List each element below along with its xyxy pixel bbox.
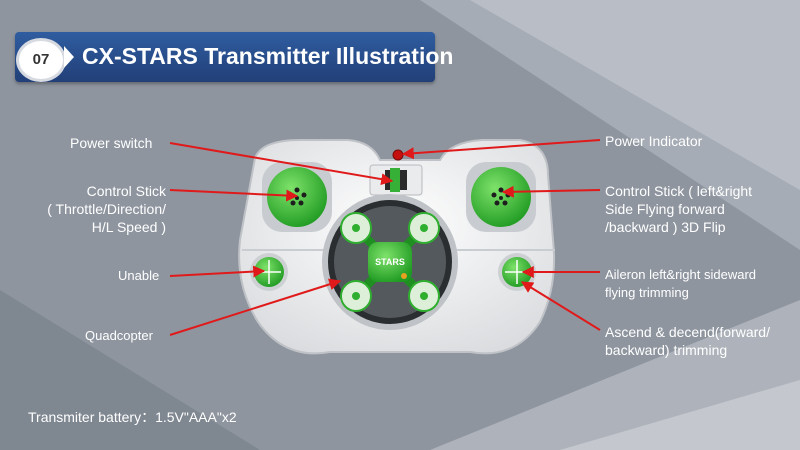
page-title: CX-STARS Transmitter Illustration [82,43,454,69]
label-control-stick-right: Control Stick ( left&right Side Flying f… [605,183,753,235]
label-quadcopter: Quadcopter [85,328,153,343]
step-number-badge: 07 [16,38,66,82]
arrow-control-stick-right [501,185,601,198]
left-trim-button [250,253,288,291]
power-switch [369,164,423,196]
label-power-indicator: Power Indicator [605,133,703,149]
arrow-unable [169,265,266,278]
label-aileron: Aileron left&right sideward flying trimm… [605,267,757,300]
power-indicator-led [392,149,404,161]
title-bar [15,32,435,82]
arrow-quadcopter [169,278,342,336]
drone-logo-text: STARS [375,257,405,267]
battery-note: Transmiter battery：1.5V"AAA"x2 [28,409,237,425]
arrow-ascend [520,281,601,331]
right-control-stick [466,162,536,232]
label-unable: Unable [118,268,160,283]
arrow-power-indicator [401,139,601,160]
label-control-stick-left: Control Stick ( Throttle/Direction/ H/L … [47,183,166,235]
left-control-stick [262,162,332,232]
label-ascend: Ascend & decend(forward/ backward) trimm… [605,324,770,358]
chevron-right-icon [64,46,74,68]
arrow-control-stick-left [169,189,299,202]
quadcopter: STARS [340,212,440,312]
arrow-power-switch [169,142,394,186]
label-power-switch: Power switch [70,135,153,151]
